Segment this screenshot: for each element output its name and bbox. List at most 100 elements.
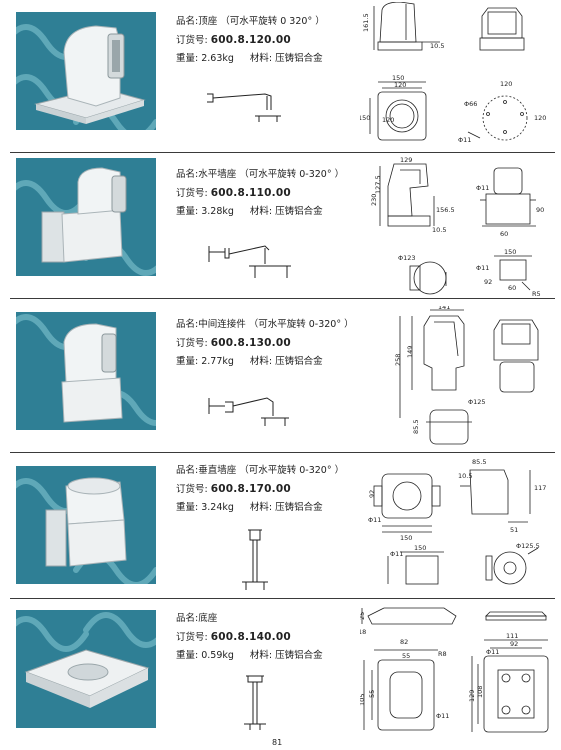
dim-label: 92 [510,640,518,648]
material-label: 材料: [249,53,273,64]
dim-label: 150 [360,114,370,122]
order-code: 600.8.110.00 [210,187,291,199]
technical-drawing: 161.5 10.5 150 120 120 Φ66 150 120 Φ11 1… [360,2,546,144]
page-number: 81 [272,738,283,747]
weight-value: 3.28kg [201,206,234,217]
dim-label: 129 [400,156,412,164]
name-label: 品名: [176,169,199,180]
dim-label: Φ66 [464,100,477,108]
dim-label: R5 [532,290,541,298]
order-label: 订货号: [176,35,208,46]
dim-label: 150 [400,534,412,542]
dim-label: R8 [438,650,447,658]
material-value: 压铸铝合金 [275,650,323,661]
product-entry: 品名:水平墙座 （可水平旋转 0-320° ） 订货号: 600.8.110.0… [0,156,561,298]
material-value: 压铸铝合金 [275,206,323,217]
technical-drawing: 141 258 149 Φ125 85.5 [394,306,539,445]
weight-label: 重量: [176,502,199,513]
section-divider [10,598,555,599]
material-value: 压铸铝合金 [275,502,323,513]
dim-label: 92 [368,490,376,498]
dim-label: Φ125.5 [516,542,540,550]
name-label: 品名: [176,16,199,27]
dim-label: 258 [394,354,402,366]
material-label: 材料: [249,356,273,367]
dim-label: Φ11 [476,264,489,272]
product-name: 水平墙座 （可水平旋转 0-320° ） [198,169,345,180]
product-name: 垂直墙座 （可水平旋转 0-320° ） [198,465,345,476]
dim-label: 120 [394,81,406,89]
dim-label: 82 [400,638,408,646]
material-label: 材料: [249,502,273,513]
dim-label: 92 [484,278,492,286]
product-name: 顶座 （可水平旋转 0 320° ） [198,16,325,27]
dim-label: 55 [368,690,376,698]
name-label: 品名: [176,319,199,330]
weight-value: 3.24kg [201,502,234,513]
material-label: 材料: [249,650,273,661]
dim-label: 10.5 [430,42,444,50]
dim-label: 60 [508,284,516,292]
order-label: 订货号: [176,484,208,495]
product-photo-top-mount [16,12,156,130]
dim-label: 127.5 [374,175,382,194]
dim-label: 156.5 [436,206,455,214]
dim-label: 117 [534,484,546,492]
dim-label: 10.5 [432,226,446,234]
assembly-sketch [244,675,266,730]
weight-value: 2.77kg [201,356,234,367]
weight-label: 重量: [176,356,199,367]
dim-label: 161.5 [362,13,370,32]
product-name: 中间连接件 （可水平旋转 0-320° ） [198,319,354,330]
weight-value: 0.59kg [201,650,234,661]
dim-label: 150 [504,248,516,256]
dim-label: Φ11 [458,136,471,144]
product-photo-horizontal-wall-mount [16,158,156,276]
material-value: 压铸铝合金 [275,356,323,367]
dim-label: 90 [536,206,544,214]
dim-label: 150 [392,74,404,82]
dim-label: 85.5 [472,458,486,466]
material-label: 材料: [249,206,273,217]
section-divider [10,452,555,453]
dim-label: Φ11 [476,184,489,192]
dim-label: 60 [500,230,508,238]
product-entry: 品名:垂直墙座 （可水平旋转 0-320° ） 订货号: 600.8.170.0… [0,456,561,596]
product-photo-base [16,610,156,728]
assembly-sketch [208,245,291,278]
order-label: 订货号: [176,338,208,349]
dim-label: 230 [370,194,378,206]
dim-label: 25 [360,612,366,620]
order-code: 600.8.170.00 [210,483,291,495]
dim-label: 85.5 [412,420,420,434]
dim-label: 120 [534,114,546,122]
dim-label: 105 [360,694,366,706]
technical-drawing: 25 18 111 92 82 55 R8 Φ11 105 55 129 108… [360,607,549,733]
dim-label: 149 [406,346,414,358]
dim-label: Φ125 [468,398,486,406]
product-photo-vertical-wall-mount [16,466,156,584]
weight-value: 2.63kg [201,53,234,64]
dim-label: 10.5 [458,472,472,480]
dim-label: Φ11 [486,648,499,656]
assembly-sketch [207,93,281,122]
order-code: 600.8.120.00 [210,34,291,46]
name-label: 品名: [176,613,199,624]
technical-drawing: 85.5 10.5 117 92 Φ11 150 51 150 Φ11 Φ125… [368,458,546,585]
dim-label: 120 [382,116,394,124]
section-divider [10,298,555,299]
dim-label: Φ123 [398,254,416,262]
dim-label: 150 [414,544,426,552]
technical-drawing: 129 230 127.5 156.5 10.5 Φ11 60 90 Φ123 … [370,156,544,298]
dim-label: 18 [360,628,366,636]
product-entry: 品名:中间连接件 （可水平旋转 0-320° ） 订货号: 600.8.130.… [0,302,561,445]
dim-label: 108 [476,686,484,698]
dim-label: 55 [402,652,410,660]
order-label: 订货号: [176,632,208,643]
order-code: 600.8.140.00 [210,631,291,643]
dim-label: 111 [506,632,518,640]
assembly-sketch [208,397,289,426]
section-divider [10,152,555,153]
dim-label: 141 [438,306,450,311]
dim-label: Φ11 [436,712,449,720]
